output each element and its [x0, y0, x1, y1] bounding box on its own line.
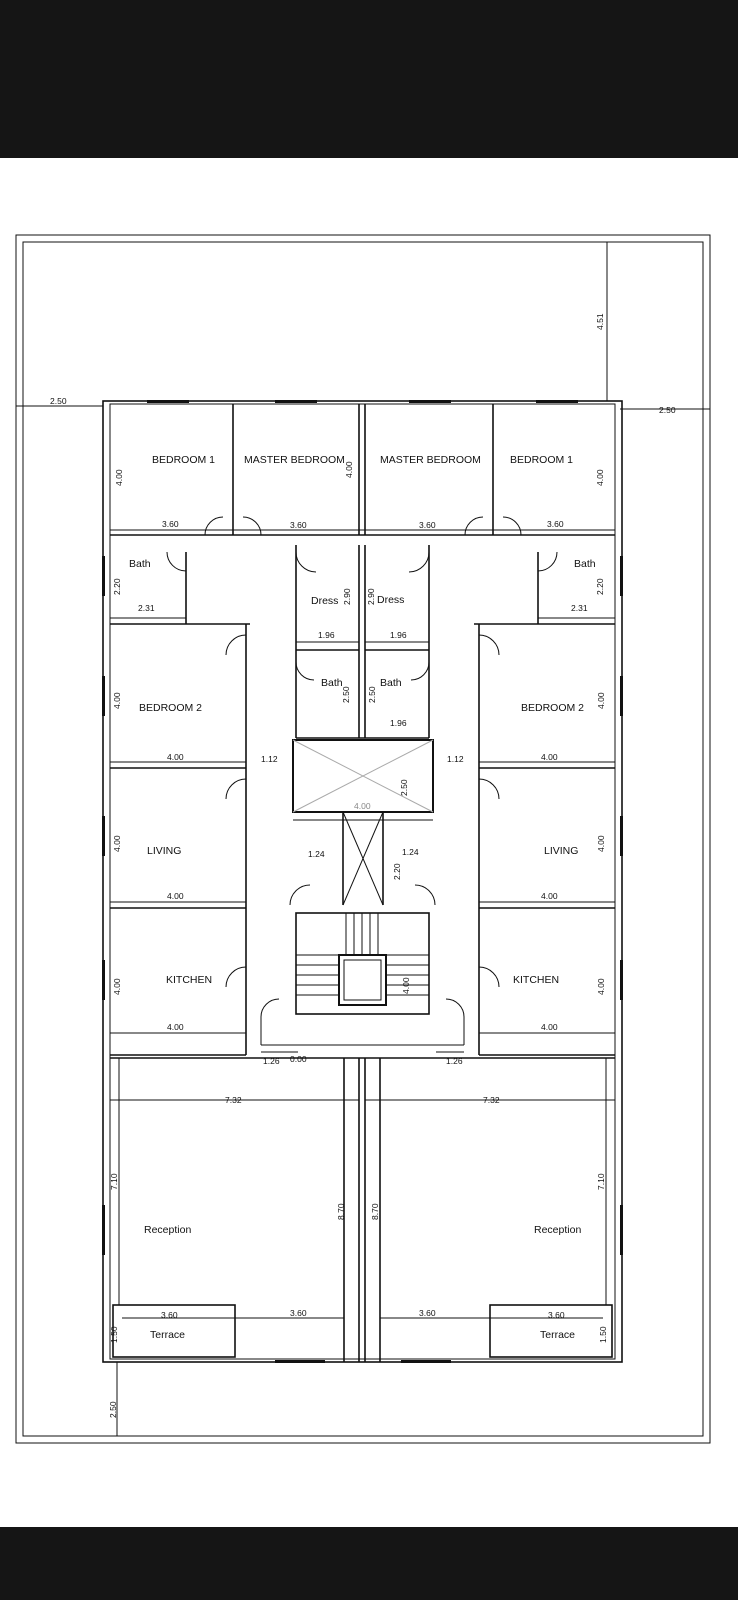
plot-outer-boundary — [15, 234, 711, 1444]
dim-elevator-w: 4.00 — [354, 801, 371, 811]
room-label-bedroom1-left: BEDROOM 1 — [152, 454, 215, 466]
building-outline — [102, 400, 623, 1363]
dim-reception-bottom-right-w: 3.60 — [419, 1308, 436, 1318]
dim-master-left-w: 3.60 — [290, 520, 307, 530]
dim-kitchen-right-h: 4.00 — [596, 978, 606, 995]
room-label-reception-left: Reception — [144, 1224, 191, 1236]
room-label-dress-right: Dress — [377, 594, 404, 606]
dim-master-right-w: 3.60 — [419, 520, 436, 530]
room-label-terrace-left: Terrace — [150, 1329, 185, 1341]
dim-bathc-left-h: 2.50 — [341, 686, 351, 703]
dim-bath-left-h: 2.20 — [112, 578, 122, 595]
room-label-master-right: MASTER BEDROOM — [380, 454, 481, 466]
top-black-bar — [0, 0, 738, 158]
dim-setback-top-right: 2.50 — [659, 405, 676, 415]
dim-reception-bottom-left-w: 3.60 — [290, 1308, 307, 1318]
room-label-bath-center-left: Bath — [321, 677, 343, 689]
room-label-bedroom2-right: BEDROOM 2 — [521, 702, 584, 714]
dim-bed2-right-w: 4.00 — [541, 752, 558, 762]
room-label-kitchen-right: KITCHEN — [513, 974, 559, 986]
room-label-dress-left: Dress — [311, 595, 338, 607]
dim-bath-right-h: 2.20 — [595, 578, 605, 595]
dim-setback-top-left: 2.50 — [50, 396, 67, 406]
plot-inner-boundary — [22, 241, 704, 1437]
dim-setback-side: 4.51 — [595, 313, 605, 330]
dim-corridor-left: 1.12 — [261, 754, 278, 764]
room-label-bedroom1-right: BEDROOM 1 — [510, 454, 573, 466]
dim-reception-left-w: 7.32 — [225, 1095, 242, 1105]
dim-elevator-h: 2.50 — [399, 779, 409, 796]
room-label-bath-center-right: Bath — [380, 677, 402, 689]
dim-bed1-right-h: 4.00 — [595, 469, 605, 486]
dim-kitchen-left-w: 4.00 — [167, 1022, 184, 1032]
dim-corridor-right: 1.12 — [447, 754, 464, 764]
dim-landing-mid: 0.00 — [290, 1054, 307, 1064]
room-label-reception-right: Reception — [534, 1224, 581, 1236]
room-label-master-left: MASTER BEDROOM — [244, 454, 345, 466]
dim-living-left-w: 4.00 — [167, 891, 184, 901]
dim-bed2-left-h: 4.00 — [112, 692, 122, 709]
room-label-living-right: LIVING — [544, 845, 578, 857]
dim-reception-right-w: 7.32 — [483, 1095, 500, 1105]
dim-living-right-w: 4.00 — [541, 891, 558, 901]
dim-bed1-left-w: 3.60 — [162, 519, 179, 529]
dim-kitchen-right-w: 4.00 — [541, 1022, 558, 1032]
dim-reception-left-h: 7.10 — [109, 1173, 119, 1190]
dim-reception-right-h: 7.10 — [596, 1173, 606, 1190]
bottom-black-bar — [0, 1527, 738, 1600]
room-label-bath-right: Bath — [574, 558, 596, 570]
dim-reception-center-left-h: 8.70 — [336, 1203, 346, 1220]
dim-terrace-left-w: 3.60 — [161, 1310, 178, 1320]
dim-bed1-right-w: 3.60 — [547, 519, 564, 529]
dim-setback-bottom: 2.50 — [108, 1401, 118, 1418]
dim-master-left-h: 4.00 — [344, 461, 354, 478]
dim-bed2-right-h: 4.00 — [596, 692, 606, 709]
room-label-bath-left: Bath — [129, 558, 151, 570]
dim-bed2-left-w: 4.00 — [167, 752, 184, 762]
dim-stair-h: 4.00 — [401, 977, 411, 994]
dim-bed1-left-h: 4.00 — [114, 469, 124, 486]
dim-bath-left-w: 2.31 — [138, 603, 155, 613]
dim-living-left-h: 4.00 — [112, 835, 122, 852]
dim-terrace-left-h: 1.50 — [109, 1326, 119, 1343]
dim-lobby-h: 2.20 — [392, 863, 402, 880]
dim-landing-left: 1.26 — [263, 1056, 280, 1066]
dim-landing-right: 1.26 — [446, 1056, 463, 1066]
dim-lobby-right-w: 1.24 — [402, 847, 419, 857]
dim-terrace-right-h: 1.50 — [598, 1326, 608, 1343]
dim-bathc-right-h: 2.50 — [367, 686, 377, 703]
dim-lobby-left-w: 1.24 — [308, 849, 325, 859]
dim-dress-left-w: 1.96 — [318, 630, 335, 640]
dim-bath-right-w: 2.31 — [571, 603, 588, 613]
room-label-terrace-right: Terrace — [540, 1329, 575, 1341]
room-label-kitchen-left: KITCHEN — [166, 974, 212, 986]
dim-terrace-right-w: 3.60 — [548, 1310, 565, 1320]
dim-dress-left-h: 2.90 — [342, 588, 352, 605]
dim-dress-right-h: 2.90 — [366, 588, 376, 605]
room-label-bedroom2-left: BEDROOM 2 — [139, 702, 202, 714]
dim-kitchen-left-h: 4.00 — [112, 978, 122, 995]
room-label-living-left: LIVING — [147, 845, 181, 857]
dim-bathc-w: 1.96 — [390, 718, 407, 728]
dim-dress-right-w: 1.96 — [390, 630, 407, 640]
dim-living-right-h: 4.00 — [596, 835, 606, 852]
dim-reception-center-right-h: 8.70 — [370, 1203, 380, 1220]
